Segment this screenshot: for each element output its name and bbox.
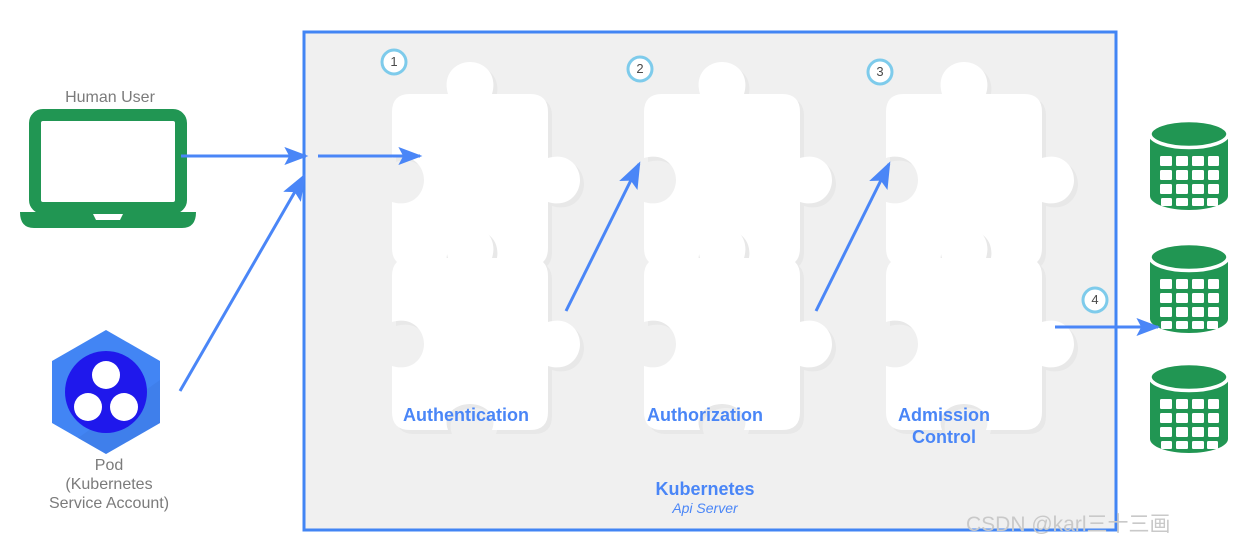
stage-label-admission-control-line-1: Admission <box>897 405 990 425</box>
pod-label-line-1: Pod <box>94 457 124 474</box>
stage-label-authorization: Authorization <box>647 405 763 425</box>
watermark-text: CSDN @karl三十三画 <box>966 513 1171 536</box>
panel-subtitle: Api Server <box>672 500 738 516</box>
stage-label-authentication: Authentication <box>403 405 529 425</box>
step-badge-1-ring <box>380 48 408 76</box>
database-icon-middle <box>1148 241 1230 335</box>
step-badge-2-ring <box>626 55 654 83</box>
pod-label-line-2: (Kubernetes <box>65 476 153 493</box>
panel-title: Kubernetes <box>655 479 755 499</box>
step-badge-4-ring <box>1081 286 1109 314</box>
step-badge-4-number: 4 <box>1091 292 1099 307</box>
arrow-authorization-to-admission-control <box>814 161 891 312</box>
arrow-authentication-to-authorization <box>564 161 641 312</box>
step-badge-2-number: 2 <box>636 61 644 76</box>
human-user-label: Human User <box>65 89 155 106</box>
step-badge-3-number: 3 <box>876 64 884 79</box>
database-icon-bottom <box>1148 361 1230 455</box>
puzzle-grid <box>392 62 1078 434</box>
pod-icon <box>52 330 160 454</box>
arrow-pod-to-api-server <box>178 173 306 392</box>
step-badge-3-ring <box>866 58 894 86</box>
pod-label-line-3: Service Account) <box>48 495 170 512</box>
stage-label-admission-control-line-2: Control <box>912 427 976 447</box>
laptop-icon <box>20 109 196 228</box>
step-badge-1-number: 1 <box>390 54 398 69</box>
database-icon-top <box>1148 118 1230 212</box>
